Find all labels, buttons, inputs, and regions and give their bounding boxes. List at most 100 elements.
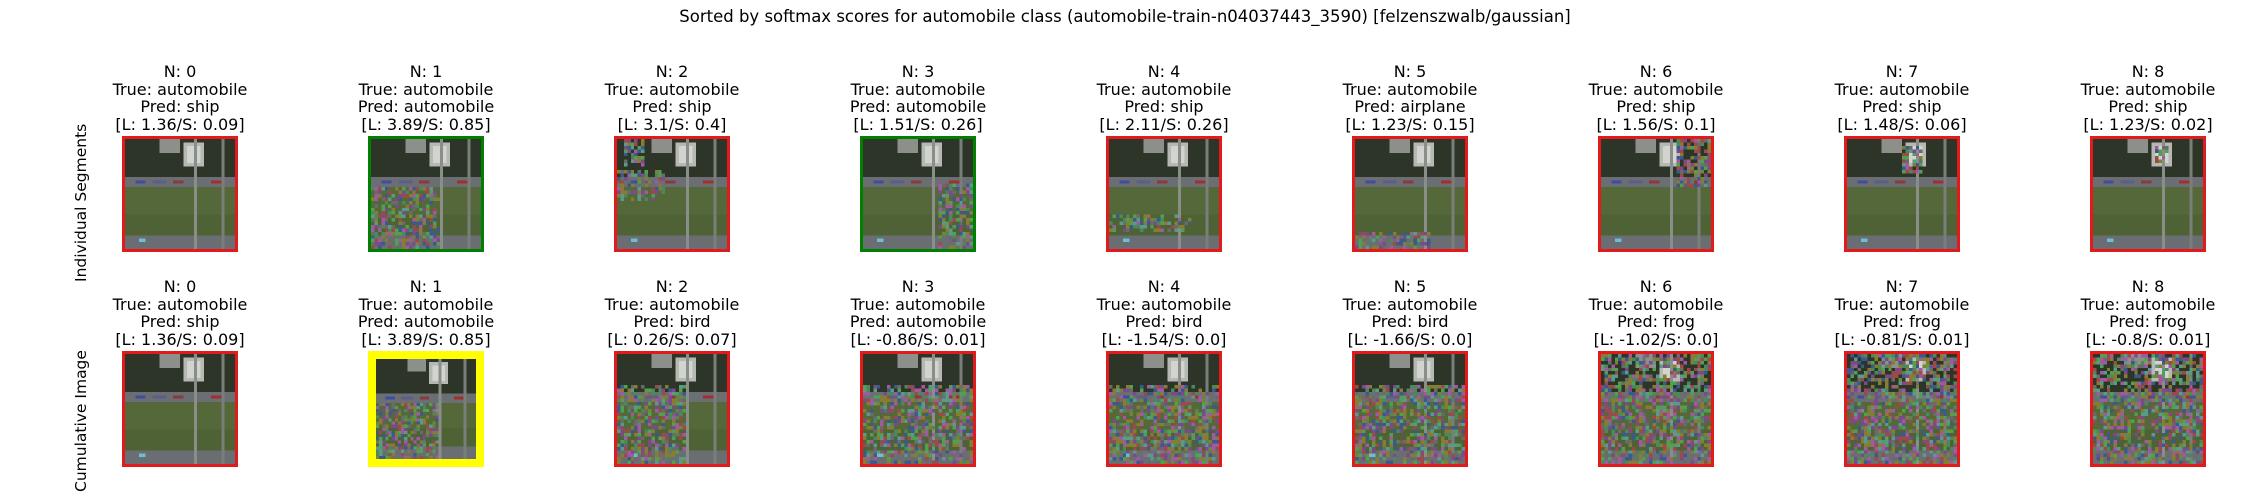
caption-pred: Pred: ship xyxy=(2108,97,2188,116)
caption-n: N: 0 xyxy=(163,277,197,296)
caption-pred: Pred: ship xyxy=(140,97,220,116)
caption-scores: [L: -1.02/S: 0.0] xyxy=(1593,329,1719,349)
caption-scores: [L: 1.36/S: 0.09] xyxy=(115,114,245,134)
caption-pred: Pred: frog xyxy=(2109,312,2187,331)
scene-image xyxy=(1847,354,1957,464)
caption-scores: [L: -0.81/S: 0.01] xyxy=(1834,329,1970,349)
caption-scores: [L: 3.89/S: 0.85] xyxy=(361,114,491,134)
caption-true: True: automobile xyxy=(1342,294,1478,314)
scene-image xyxy=(863,354,973,464)
caption-n: N: 5 xyxy=(1393,62,1427,81)
caption-true: True: automobile xyxy=(112,294,248,314)
caption-pred: Pred: bird xyxy=(1371,312,1449,331)
scene-image xyxy=(376,359,476,459)
thumbnail-image xyxy=(1844,136,1960,252)
caption-pred: Pred: automobile xyxy=(849,97,987,116)
caption-scores: [L: -1.54/S: 0.0] xyxy=(1101,329,1227,349)
thumbnail-image xyxy=(860,136,976,252)
caption-pred: Pred: frog xyxy=(1617,312,1695,331)
caption-n: N: 6 xyxy=(1639,62,1673,81)
scene-image xyxy=(1109,354,1219,464)
caption-n: N: 4 xyxy=(1147,62,1181,81)
row-label-cumulative: Cumulative Image xyxy=(72,350,90,492)
caption-n: N: 2 xyxy=(655,62,689,81)
caption-n: N: 1 xyxy=(409,277,443,296)
caption-scores: [L: 1.23/S: 0.15] xyxy=(1345,114,1475,134)
thumbnail-image xyxy=(122,351,238,467)
thumbnail-image xyxy=(1844,351,1960,467)
caption-scores: [L: 3.1/S: 0.4] xyxy=(617,114,727,134)
thumbnail-image xyxy=(368,351,484,467)
caption-scores: [L: -0.86/S: 0.01] xyxy=(850,329,986,349)
caption-pred: Pred: ship xyxy=(140,312,220,331)
caption-n: N: 8 xyxy=(2131,277,2165,296)
scene-image xyxy=(371,139,481,249)
caption-scores: [L: -0.8/S: 0.01] xyxy=(2085,329,2211,349)
caption-true: True: automobile xyxy=(1342,79,1478,99)
scene-image xyxy=(1109,139,1219,249)
caption-scores: [L: -1.66/S: 0.0] xyxy=(1347,329,1473,349)
scene-image xyxy=(125,139,235,249)
caption-n: N: 7 xyxy=(1885,62,1919,81)
scene-image xyxy=(617,354,727,464)
caption-true: True: automobile xyxy=(604,79,740,99)
caption-n: N: 0 xyxy=(163,62,197,81)
caption-pred: Pred: bird xyxy=(633,312,711,331)
thumbnail-image xyxy=(1352,351,1468,467)
caption-n: N: 8 xyxy=(2131,62,2165,81)
thumbnail-image xyxy=(1598,136,1714,252)
caption-true: True: automobile xyxy=(850,294,986,314)
scene-image xyxy=(125,354,235,464)
scene-image xyxy=(2093,139,2203,249)
caption-true: True: automobile xyxy=(1096,294,1232,314)
caption-n: N: 6 xyxy=(1639,277,1673,296)
caption-true: True: automobile xyxy=(1588,294,1724,314)
thumbnail-image xyxy=(122,136,238,252)
scene-image xyxy=(2093,354,2203,464)
caption-true: True: automobile xyxy=(2080,294,2216,314)
caption-true: True: automobile xyxy=(1834,294,1970,314)
caption-n: N: 2 xyxy=(655,277,689,296)
caption-n: N: 3 xyxy=(901,277,935,296)
thumbnail-image xyxy=(860,351,976,467)
scene-image xyxy=(1355,354,1465,464)
thumbnail-image xyxy=(1352,136,1468,252)
caption-n: N: 3 xyxy=(901,62,935,81)
thumbnail-image xyxy=(1598,351,1714,467)
caption-pred: Pred: automobile xyxy=(357,312,495,331)
thumbnail-image xyxy=(2090,351,2206,467)
caption-n: N: 7 xyxy=(1885,277,1919,296)
thumbnail-image xyxy=(368,136,484,252)
caption-true: True: automobile xyxy=(358,79,494,99)
scene-image xyxy=(863,139,973,249)
caption-true: True: automobile xyxy=(604,294,740,314)
caption-scores: [L: 1.36/S: 0.09] xyxy=(115,329,245,349)
caption-true: True: automobile xyxy=(358,294,494,314)
caption-scores: [L: 1.56/S: 0.1] xyxy=(1596,114,1716,134)
thumbnail-image xyxy=(1106,136,1222,252)
caption-scores: [L: 1.51/S: 0.26] xyxy=(853,114,983,134)
caption-n: N: 4 xyxy=(1147,277,1181,296)
thumbnail-image xyxy=(614,136,730,252)
